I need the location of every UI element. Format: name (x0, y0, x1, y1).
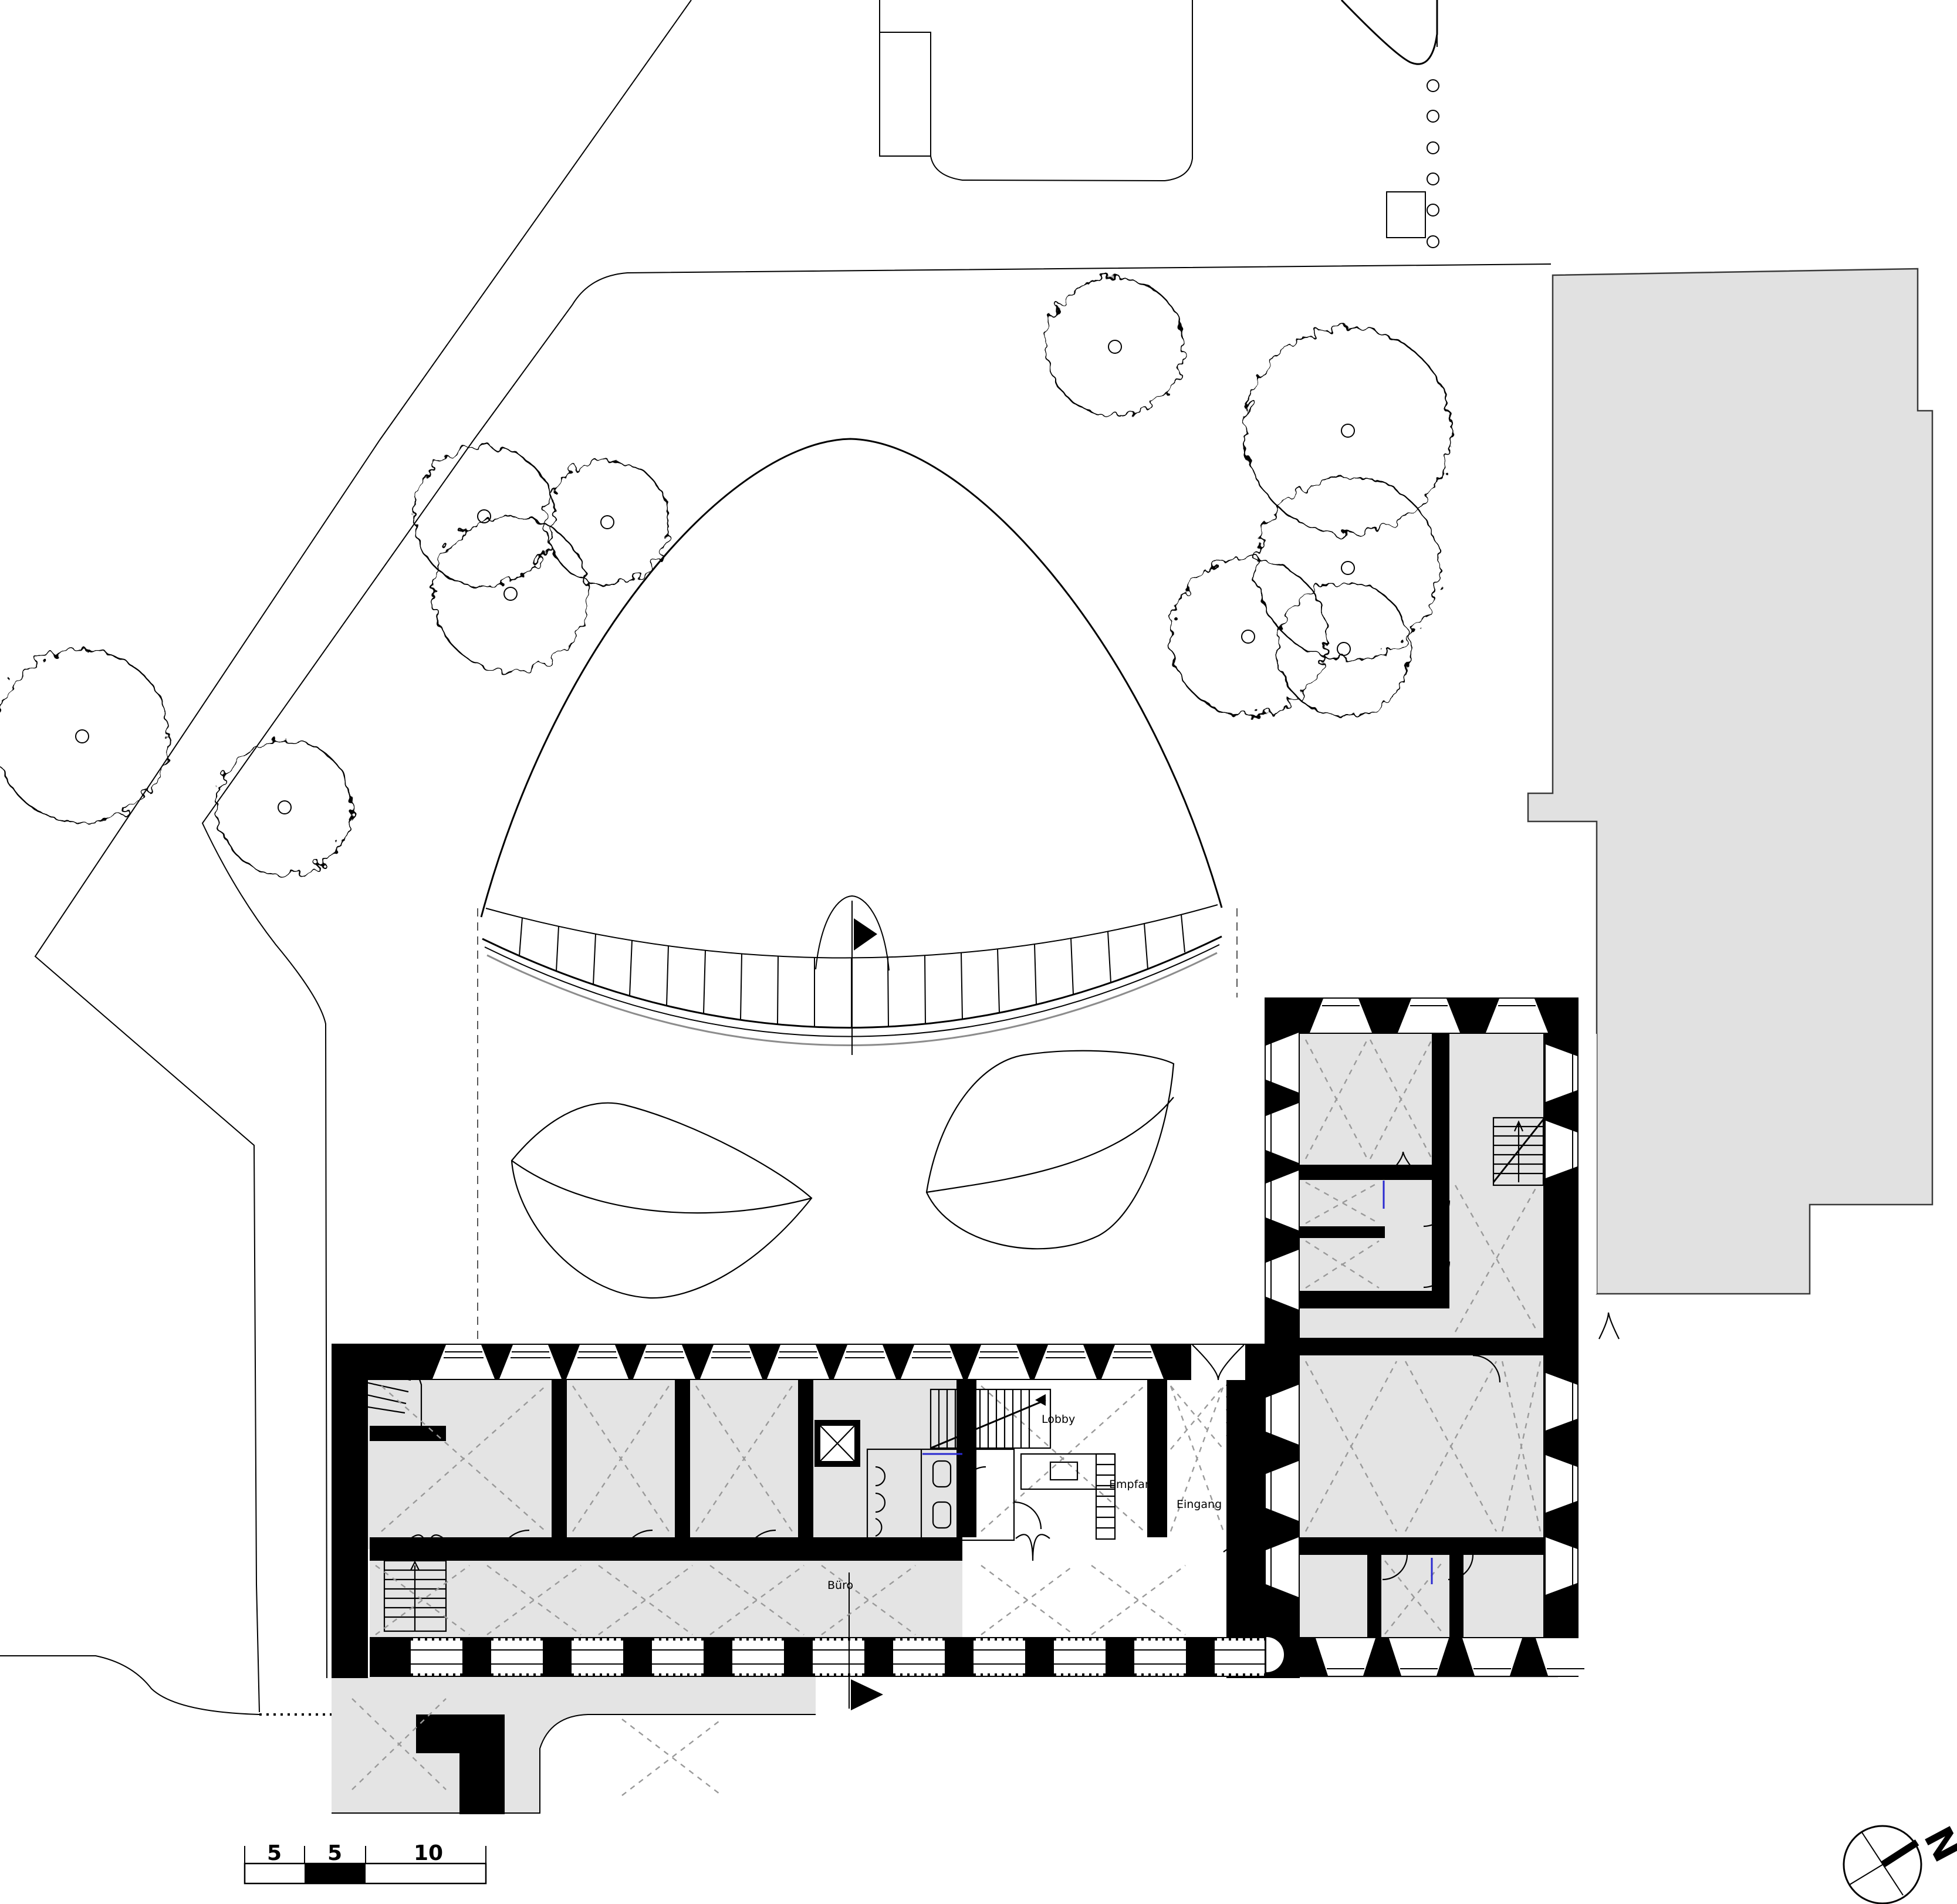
stage-arch (815, 895, 890, 1055)
scale-tick-1: 5 (267, 1841, 282, 1865)
east-vaults (1304, 1039, 1542, 1635)
tree-icon (0, 648, 170, 824)
sink-icon (1049, 1461, 1079, 1481)
west-lower-stair (383, 1560, 447, 1632)
south-arcade (411, 1637, 1268, 1677)
flag-icon (854, 918, 877, 951)
corridor-double-door (410, 1534, 444, 1561)
utility-square (1386, 191, 1426, 238)
eingang-south-door (1223, 1547, 1263, 1585)
room-label-buero: Büro (827, 1579, 853, 1592)
room-labels: Lobby Empfang Eingang Büro (827, 1413, 1222, 1592)
neighbor-building (1527, 268, 1934, 1295)
passage-door (1598, 1312, 1620, 1340)
existing-building-north-outline (879, 0, 1193, 182)
se-south-windows (1316, 1638, 1596, 1676)
leaf-bed-west (511, 1102, 813, 1299)
tree-icon (1168, 557, 1328, 716)
niche (1266, 1637, 1284, 1672)
scale-bar: 5 5 10 (244, 1841, 487, 1885)
room-label-eingang: Eingang (1177, 1498, 1222, 1511)
toilet-icon (932, 1460, 952, 1488)
bollard-trail (1386, 79, 1439, 248)
toilet-icon (932, 1501, 952, 1529)
north-arrow: N (1843, 1820, 1957, 1904)
seating-band (477, 895, 1238, 1344)
scale-tick-3: 10 (414, 1841, 443, 1865)
entrance-double-door (1191, 1344, 1245, 1381)
tree-icon (216, 739, 353, 876)
west-stair (346, 1348, 447, 1632)
vault-pattern (375, 1385, 1225, 1635)
leaf-bed-east (925, 1050, 1175, 1250)
service-door (1013, 1501, 1042, 1530)
wing-north-windows (1310, 998, 1549, 1033)
room-label-empfang: Empfang (1109, 1478, 1159, 1491)
tree-icon (544, 459, 671, 586)
west-windows (1265, 1033, 1299, 1598)
wc-door (961, 1466, 986, 1491)
tree-icon (1045, 276, 1185, 417)
room-label-lobby: Lobby (1042, 1413, 1075, 1426)
tree-icon (1255, 475, 1441, 661)
basin-icon (875, 1466, 886, 1487)
building-east-wing (1265, 997, 1597, 1678)
elevator (814, 1420, 860, 1467)
hall-stair (930, 1388, 1052, 1449)
hall-double-door (1015, 1534, 1050, 1561)
room-doors (410, 1529, 1263, 1585)
building-west-wing (332, 1344, 1268, 1710)
east-stair (1492, 1117, 1544, 1186)
fan-stair (1226, 1384, 1266, 1449)
shelf-hatch (1095, 1453, 1116, 1540)
landscape-arch (480, 438, 1223, 918)
tree-icon (413, 445, 556, 588)
scale-tick-2: 5 (327, 1841, 342, 1865)
axis-flag (849, 1572, 883, 1710)
tree-canopies (0, 276, 1452, 876)
tree-icon (1243, 326, 1452, 535)
basin-icon (875, 1492, 886, 1513)
east-doors (1382, 1151, 1501, 1584)
tree-icon (432, 515, 589, 672)
tree-icon (1276, 581, 1412, 717)
wc-core (866, 1448, 1116, 1541)
courtyard-apron (332, 1677, 816, 1814)
north-windows (432, 1344, 1164, 1379)
street-edges (0, 0, 1552, 1716)
east-windows (1545, 1044, 1578, 1595)
basin-icon (875, 1517, 883, 1537)
